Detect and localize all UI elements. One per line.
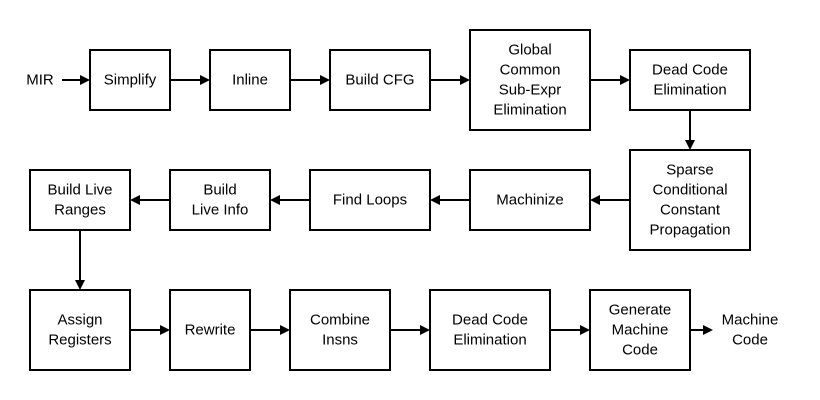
edge-rewrite-to-combine-insns [250,325,290,335]
node-box [589,289,691,371]
node-simplify: Simplify [89,49,171,111]
edge-combine-insns-to-dce2 [390,325,430,335]
edges-layer [62,75,713,335]
node-box [89,49,171,111]
edge-build-live-info-to-build-live-ranges [130,195,170,205]
arrowhead-icon [200,75,210,85]
arrowhead-icon [75,280,85,290]
edge-dce2-to-gen-code [550,325,590,335]
edge-gen-code-to-output [690,325,713,335]
node-label-line: Code [622,342,658,359]
arrowhead-icon [420,325,430,335]
node-label-line: Combine [310,312,370,329]
node-box [169,289,251,371]
node-label-line: Conditional [652,182,727,199]
node-label-line: Dead Code [652,62,728,79]
node-label-line: Registers [48,332,111,349]
node-label-line: Find Loops [333,192,407,209]
nodes-layer: MIR Simplify Inline Build CFG GlobalCommonSu… [26,29,779,371]
node-label-line: Build Live [47,182,112,199]
node-label-line: Generate [609,302,672,319]
node-build-cfg: Build CFG [329,49,431,111]
node-label-line: Global [508,42,551,59]
node-label-line: Elimination [493,102,566,119]
arrowhead-icon [80,75,90,85]
node-label-line: Machine [612,322,669,339]
node-box [429,289,551,371]
arrowhead-icon [270,195,280,205]
node-label-line: Insns [322,332,358,349]
node-label-line: Ranges [54,202,106,219]
edge-assign-registers-to-rewrite [130,325,170,335]
edge-build-cfg-to-gcse [430,75,470,85]
node-box [629,149,751,251]
node-box [469,29,591,131]
node-label-line: Sub-Expr [499,82,562,99]
node-label-line: Machine [722,312,779,329]
node-label-line: Inline [232,72,268,89]
node-label-line: Simplify [104,72,157,89]
edge-input-to-simplify [62,75,90,85]
node-box [209,49,291,111]
node-box [29,169,131,231]
arrowhead-icon [430,195,440,205]
arrowhead-icon [703,325,713,335]
edge-dce1-to-sccp [685,110,695,150]
node-box [289,289,391,371]
node-label-line: MIR [26,72,54,89]
node-label-line: Dead Code [452,312,528,329]
arrowhead-icon [320,75,330,85]
node-find-loops: Find Loops [309,169,431,231]
node-label-line: Elimination [453,332,526,349]
node-rewrite: Rewrite [169,289,251,371]
node-label-line: Propagation [650,222,731,239]
node-label-line: Code [732,332,768,349]
edge-sccp-to-machinize [590,195,630,205]
node-box [329,49,431,111]
node-label-line: Elimination [653,82,726,99]
node-box [29,289,131,371]
node-box [469,169,591,231]
node-box [169,169,271,231]
node-input: MIR [26,72,54,89]
arrowhead-icon [130,195,140,205]
arrowhead-icon [280,325,290,335]
node-label-line: Rewrite [185,322,236,339]
arrowhead-icon [160,325,170,335]
arrowhead-icon [460,75,470,85]
node-label-line: Machinize [496,192,564,209]
node-box [629,49,751,111]
node-box [309,169,431,231]
arrowhead-icon [620,75,630,85]
node-label-line: Build CFG [345,72,414,89]
arrowhead-icon [590,195,600,205]
node-label-line: Assign [57,312,102,329]
edge-machinize-to-find-loops [430,195,470,205]
node-label-line: Common [500,62,561,79]
edge-find-loops-to-build-live-info [270,195,310,205]
node-inline: Inline [209,49,291,111]
edge-simplify-to-inline [170,75,210,85]
node-label-line: Live Info [192,202,249,219]
node-label-line: Build [203,182,236,199]
edge-build-live-ranges-to-assign-registers [75,230,85,290]
edge-inline-to-build-cfg [290,75,330,85]
arrowhead-icon [580,325,590,335]
node-machinize: Machinize [469,169,591,231]
node-label-line: Constant [660,202,721,219]
arrowhead-icon [685,140,695,150]
edge-gcse-to-dce1 [590,75,630,85]
node-label-line: Sparse [666,162,714,179]
